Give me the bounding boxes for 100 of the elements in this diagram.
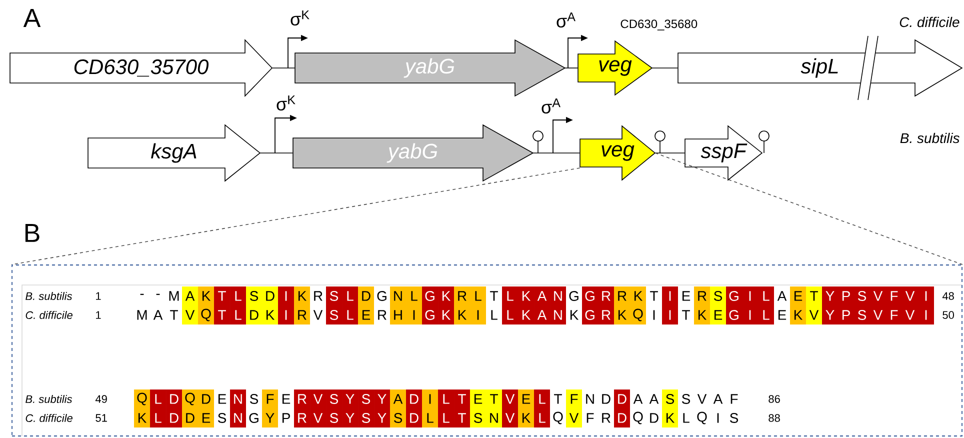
gene-block: yabG bbox=[292, 124, 534, 182]
position-number: 50 bbox=[942, 311, 954, 319]
residue-cell: S bbox=[326, 408, 342, 428]
position-number: 88 bbox=[768, 414, 780, 422]
residue-cell: S bbox=[358, 390, 374, 408]
residue-cell: L bbox=[150, 390, 166, 408]
residue-cell: T bbox=[454, 408, 470, 428]
residue-cell: L bbox=[422, 408, 438, 428]
residue-cell: V bbox=[902, 286, 918, 306]
residue-cell: K bbox=[454, 306, 470, 324]
genome-line bbox=[532, 152, 580, 154]
residue-cell: A bbox=[534, 306, 550, 324]
gene-block: ksgA bbox=[88, 124, 261, 182]
residue-cell: P bbox=[838, 306, 854, 324]
residue-letter: T bbox=[650, 291, 658, 301]
zoom-line bbox=[654, 152, 963, 265]
gene-block: yabG bbox=[294, 39, 566, 97]
residue-letter: S bbox=[250, 394, 258, 404]
residue-letter: T bbox=[170, 310, 178, 320]
residue-cell: D bbox=[166, 408, 182, 428]
residue-cell: L bbox=[438, 408, 454, 428]
position-number: 1 bbox=[96, 292, 101, 300]
residue-cell: L bbox=[470, 286, 486, 306]
residue-cell: E bbox=[710, 306, 726, 324]
species-label: C. difficile bbox=[26, 414, 72, 422]
residue-cell: K bbox=[614, 306, 630, 324]
position-number: 1 bbox=[96, 311, 101, 319]
residue-cell: G bbox=[726, 306, 742, 324]
residue-cell: Y bbox=[342, 390, 358, 408]
residue-cell: D bbox=[182, 408, 198, 428]
residue-cell: V bbox=[870, 286, 886, 306]
residue-letter: M bbox=[169, 291, 179, 301]
species-label: B. subtilis bbox=[26, 292, 72, 300]
residue-cell: S bbox=[246, 286, 262, 306]
residue-cell: I bbox=[742, 306, 758, 324]
residue-cell: H bbox=[390, 306, 406, 324]
residue-letter: Q bbox=[697, 412, 707, 424]
residue-cell: E bbox=[470, 390, 486, 408]
residue-cell: Q bbox=[630, 306, 646, 324]
genome-line bbox=[260, 152, 294, 154]
residue-cell: T bbox=[214, 306, 230, 324]
residue-letter: S bbox=[218, 413, 226, 423]
residue-cell: N bbox=[230, 408, 246, 428]
residue-cell: D bbox=[614, 390, 630, 408]
residue-letter: T bbox=[554, 394, 562, 404]
residue-cell: L bbox=[342, 306, 358, 324]
residue-letter: R bbox=[378, 310, 386, 320]
residue-cell: L bbox=[150, 408, 166, 428]
residue-cell: I bbox=[662, 306, 678, 324]
residue-letter: A bbox=[713, 394, 723, 404]
residue-cell: D bbox=[406, 408, 422, 428]
residue-cell: K bbox=[198, 286, 214, 306]
residue-cell: D bbox=[358, 286, 374, 306]
residue-letter: Q bbox=[633, 412, 643, 424]
residue-letter: V bbox=[697, 394, 707, 404]
sigma-label: σ$^{K}$ bbox=[276, 95, 296, 111]
sigma-label: σ$^{A}$ bbox=[556, 12, 576, 28]
residue-cell: V bbox=[182, 306, 198, 324]
residue-letter: G bbox=[377, 291, 386, 301]
sigma-label: σ$^{A}$ bbox=[542, 98, 560, 114]
residue-cell: V bbox=[502, 408, 518, 428]
residue-cell: Q bbox=[182, 390, 198, 408]
residue-cell: D bbox=[406, 390, 422, 408]
residue-letter: - bbox=[140, 294, 144, 295]
residue-cell: N bbox=[230, 390, 246, 408]
residue-cell: K bbox=[438, 306, 454, 324]
genome-line bbox=[654, 152, 686, 154]
residue-cell: R bbox=[614, 286, 630, 306]
residue-letter: M bbox=[137, 310, 147, 320]
residue-cell: E bbox=[358, 306, 374, 324]
residue-cell: S bbox=[358, 408, 374, 428]
residue-cell: I bbox=[918, 286, 934, 306]
residue-cell: V bbox=[902, 306, 918, 324]
residue-cell: L bbox=[406, 286, 422, 306]
residue-cell: S bbox=[326, 306, 342, 324]
residue-letter: S bbox=[682, 394, 690, 404]
residue-cell: Y bbox=[262, 408, 278, 428]
residue-cell: R bbox=[294, 390, 310, 408]
residue-letter: F bbox=[586, 413, 594, 423]
residue-cell: K bbox=[518, 408, 534, 428]
residue-letter: E bbox=[778, 310, 786, 320]
residue-cell: Y bbox=[822, 306, 838, 324]
residue-cell: S bbox=[390, 408, 406, 428]
residue-cell: K bbox=[438, 286, 454, 306]
residue-cell: L bbox=[502, 306, 518, 324]
sigma-label: σ$^{K}$ bbox=[290, 10, 310, 26]
residue-cell: V bbox=[502, 390, 518, 408]
position-number: 51 bbox=[96, 414, 107, 422]
residue-cell: N bbox=[550, 286, 566, 306]
residue-letter: P bbox=[282, 413, 290, 423]
residue-cell: Y bbox=[822, 286, 838, 306]
residue-cell: D bbox=[198, 390, 214, 408]
residue-cell: S bbox=[326, 286, 342, 306]
position-number: 86 bbox=[768, 395, 780, 403]
residue-cell: E bbox=[198, 408, 214, 428]
residue-letter: F bbox=[730, 394, 738, 404]
residue-cell: I bbox=[662, 286, 678, 306]
residue-cell: I bbox=[278, 286, 294, 306]
residue-letter: E bbox=[282, 394, 290, 404]
residue-cell: L bbox=[534, 390, 550, 408]
